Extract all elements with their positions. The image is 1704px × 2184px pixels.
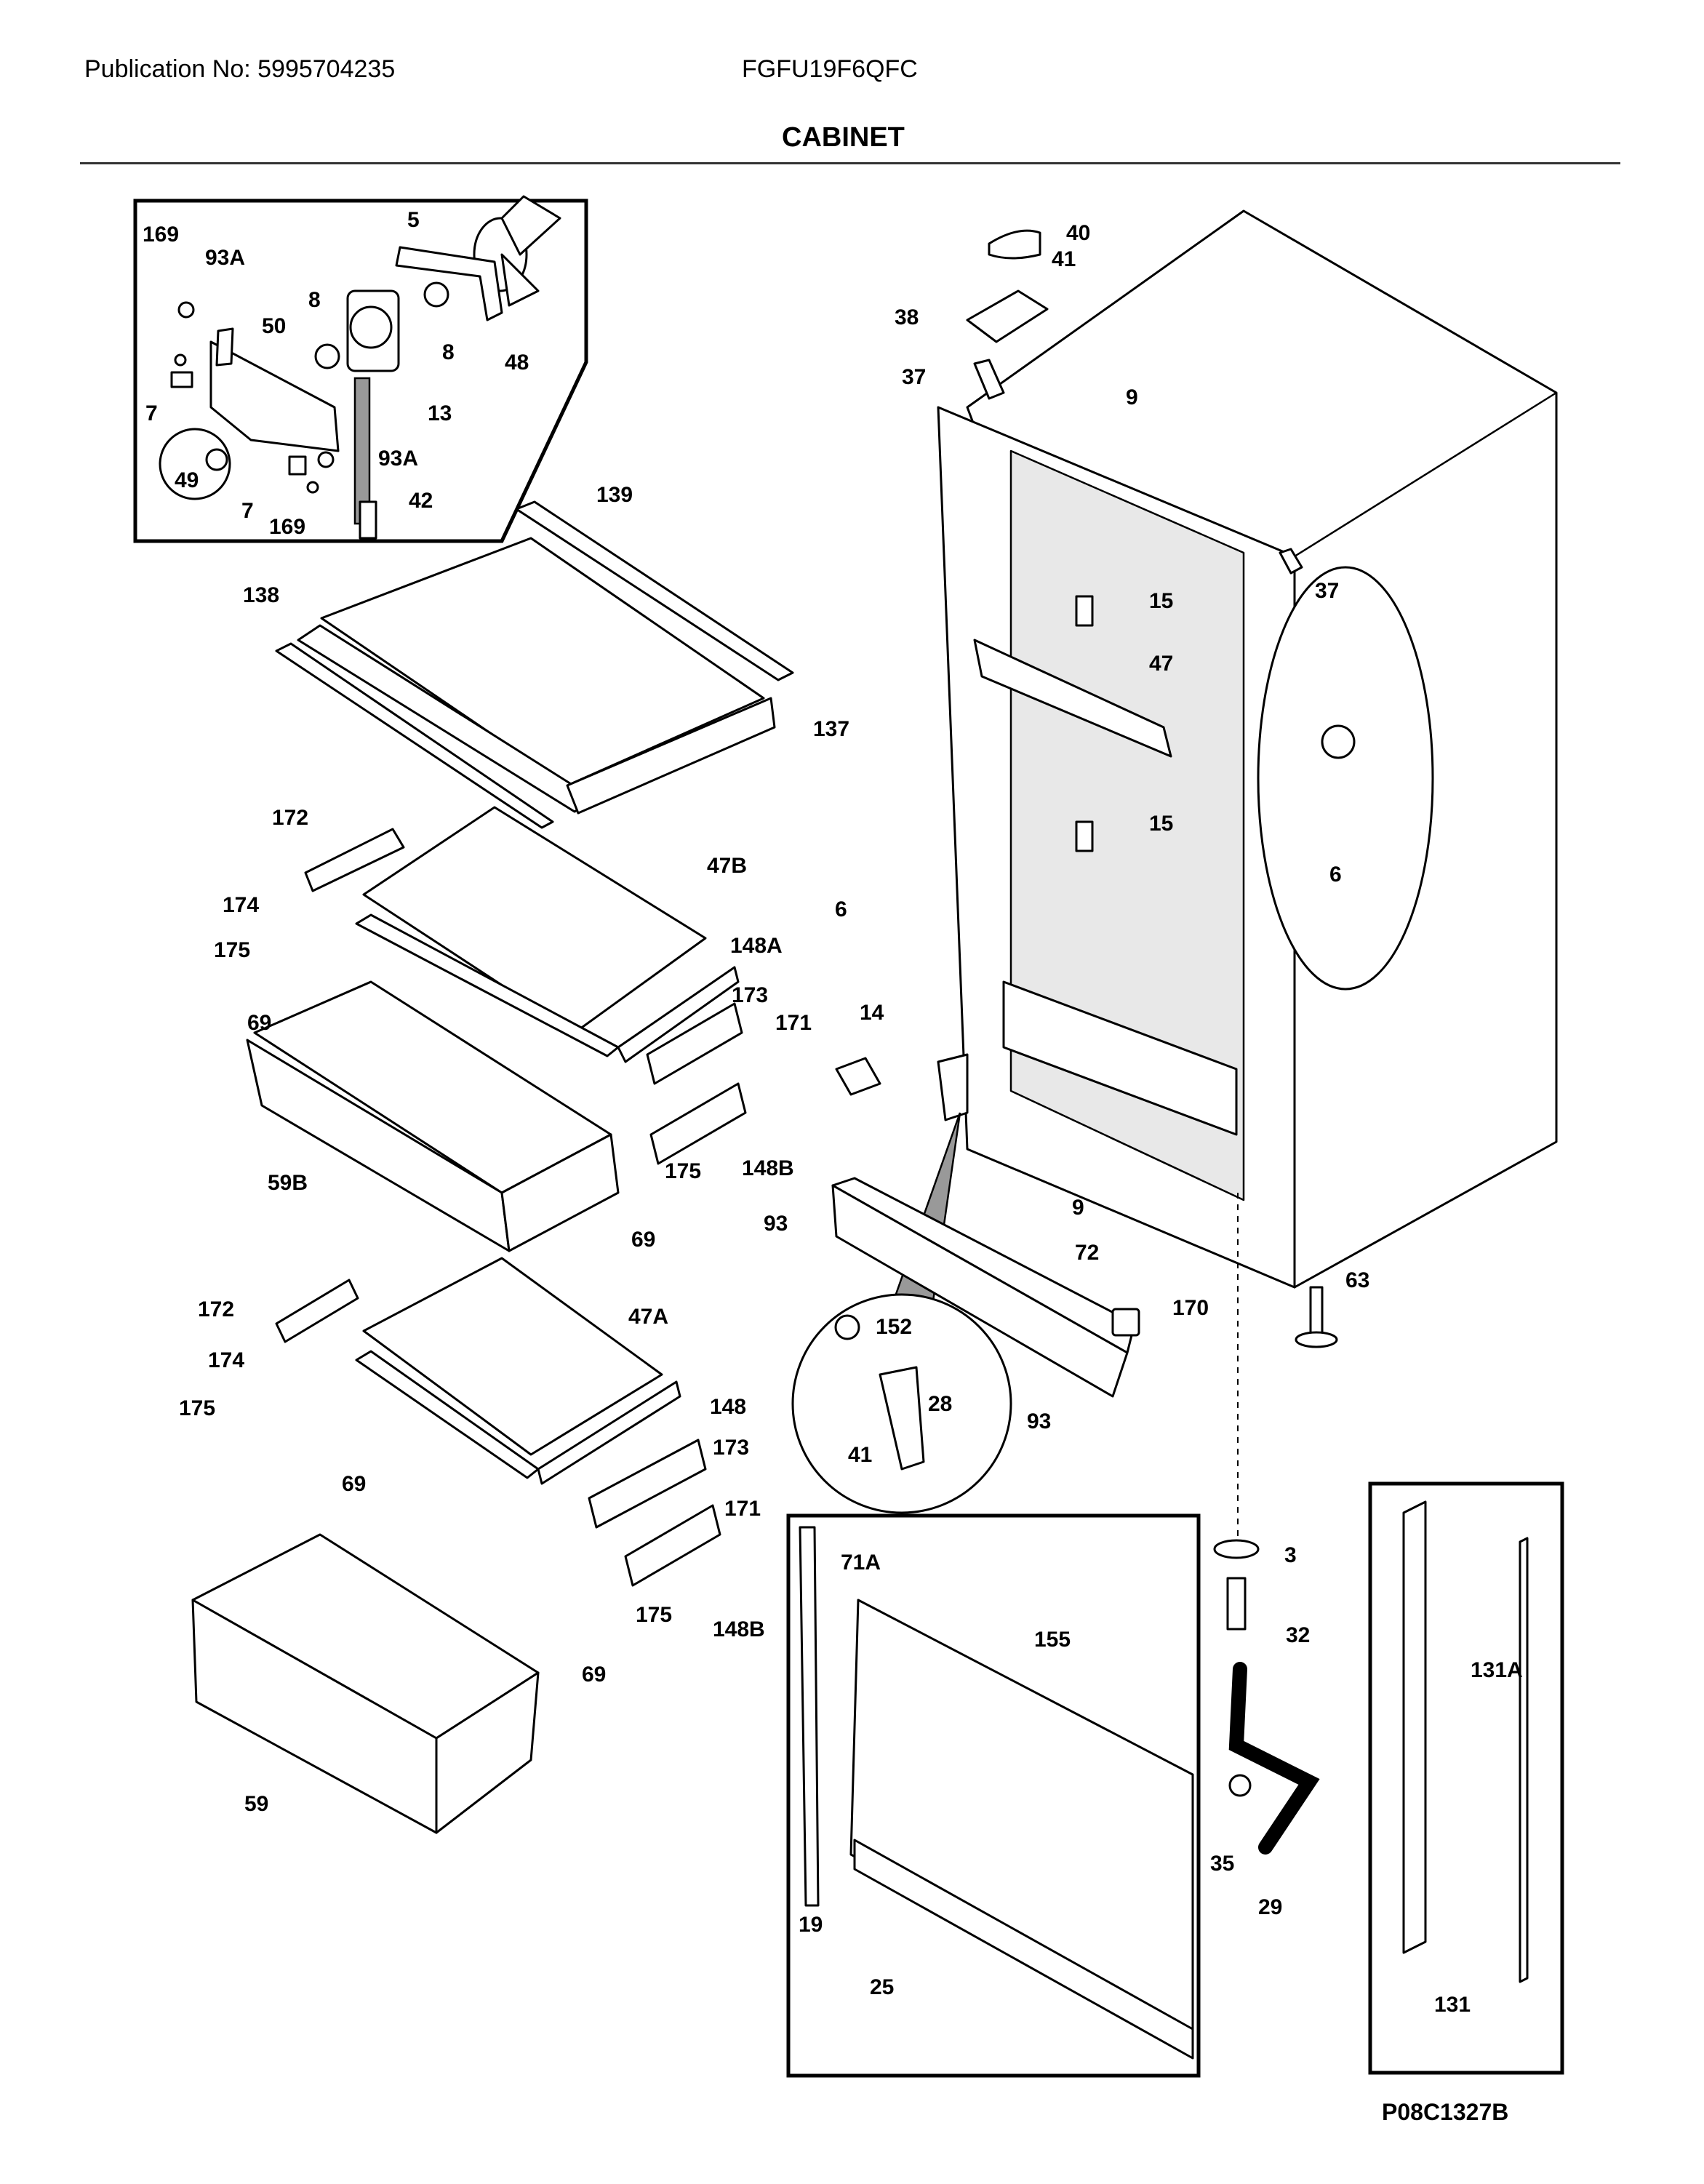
callout-label: 13 <box>428 401 452 425</box>
page-title: CABINET <box>782 122 905 153</box>
callout-label: 148B <box>713 1617 765 1641</box>
callout-label: 173 <box>713 1436 749 1460</box>
callout-label: 25 <box>870 1975 894 1999</box>
publication-number: Publication No: 5995704235 <box>84 55 396 83</box>
callout-label: 175 <box>665 1159 701 1183</box>
callout-label: 169 <box>143 223 179 247</box>
callout-label: 19 <box>799 1913 823 1937</box>
model-number: FGFU19F6QFC <box>742 55 918 83</box>
callout-label: 152 <box>876 1315 912 1339</box>
callout-label: 6 <box>835 897 847 921</box>
callout-label: 8 <box>442 340 455 364</box>
diagram-code: P08C1327B <box>1382 2099 1509 2125</box>
callout-label: 59B <box>268 1171 308 1195</box>
callout-label: 69 <box>342 1472 366 1496</box>
callout-label: 72 <box>1075 1241 1099 1265</box>
callout-label: 93A <box>205 246 245 270</box>
inner-panel-inset <box>786 1513 1201 2078</box>
fan-motor-inset <box>133 195 588 543</box>
callout-label: 3 <box>1284 1543 1297 1567</box>
callout-label: 174 <box>223 893 259 917</box>
callout-label: 32 <box>1286 1623 1310 1647</box>
callout-label: 171 <box>775 1011 812 1035</box>
callout-label: 93 <box>764 1212 788 1236</box>
toe-grille <box>831 1177 1140 1398</box>
callout-label: 155 <box>1034 1628 1071 1652</box>
callout-label: 37 <box>902 365 926 389</box>
crisper-lower <box>191 1257 721 1834</box>
callout-label: 59 <box>244 1792 268 1816</box>
callout-label: 174 <box>208 1348 244 1372</box>
callout-label: 15 <box>1149 589 1173 613</box>
callout-label: 69 <box>631 1228 655 1252</box>
callout-label: 6 <box>1329 863 1342 887</box>
callout-label: 29 <box>1258 1895 1282 1919</box>
callout-label: 15 <box>1149 812 1173 836</box>
callout-label: 172 <box>198 1297 234 1321</box>
header-rule <box>80 162 1620 164</box>
callout-label: 172 <box>272 806 308 830</box>
callout-label: 139 <box>596 483 633 507</box>
callout-label: 47B <box>707 854 747 878</box>
callout-label: 175 <box>214 938 250 962</box>
callout-label: 37 <box>1315 579 1339 603</box>
callout-label: 63 <box>1345 1268 1369 1292</box>
callout-label: 8 <box>308 288 321 312</box>
callout-label: 69 <box>247 1011 271 1035</box>
upper-shelf-assembly <box>275 500 794 829</box>
callout-label: 131A <box>1471 1658 1523 1682</box>
callout-label: 170 <box>1172 1296 1209 1320</box>
rails-inset <box>1368 1481 1564 2075</box>
callout-label: 148A <box>730 934 783 958</box>
crisper-upper <box>246 806 747 1252</box>
callout-label: 71A <box>841 1551 881 1575</box>
callout-label: 9 <box>1072 1196 1084 1220</box>
callout-label: 14 <box>860 1001 884 1025</box>
callout-label: 35 <box>1210 1852 1234 1876</box>
callout-label: 131 <box>1434 1993 1471 2017</box>
callout-label: 49 <box>175 468 199 492</box>
callout-label: 148 <box>710 1395 746 1419</box>
callout-label: 5 <box>407 208 420 232</box>
callout-label: 50 <box>262 314 286 338</box>
callout-label: 171 <box>724 1497 761 1521</box>
callout-label: 7 <box>241 499 254 523</box>
callout-label: 9 <box>1126 385 1138 409</box>
callout-label: 93A <box>378 447 418 471</box>
callout-label: 40 <box>1066 221 1090 245</box>
callout-label: 41 <box>848 1443 872 1467</box>
callout-label: 175 <box>179 1396 215 1420</box>
callout-label: 138 <box>243 583 279 607</box>
callout-label: 28 <box>928 1392 952 1416</box>
callout-label: 69 <box>582 1663 606 1687</box>
callout-label: 137 <box>813 717 849 741</box>
callout-label: 7 <box>145 401 158 425</box>
callout-label: 47 <box>1149 652 1173 676</box>
callout-label: 48 <box>505 351 529 375</box>
cabinet-body <box>937 209 1558 1556</box>
callout-label: 42 <box>409 489 433 513</box>
callout-label: 93 <box>1027 1409 1051 1433</box>
callout-label: 38 <box>895 305 919 329</box>
callout-label: 169 <box>269 515 305 539</box>
callout-label: 173 <box>732 983 768 1007</box>
callout-label: 148B <box>742 1156 794 1180</box>
callout-label: 41 <box>1052 247 1076 271</box>
callout-label: 175 <box>636 1603 672 1627</box>
callout-label: 47A <box>628 1305 668 1329</box>
drain-parts <box>1213 1539 1320 1855</box>
